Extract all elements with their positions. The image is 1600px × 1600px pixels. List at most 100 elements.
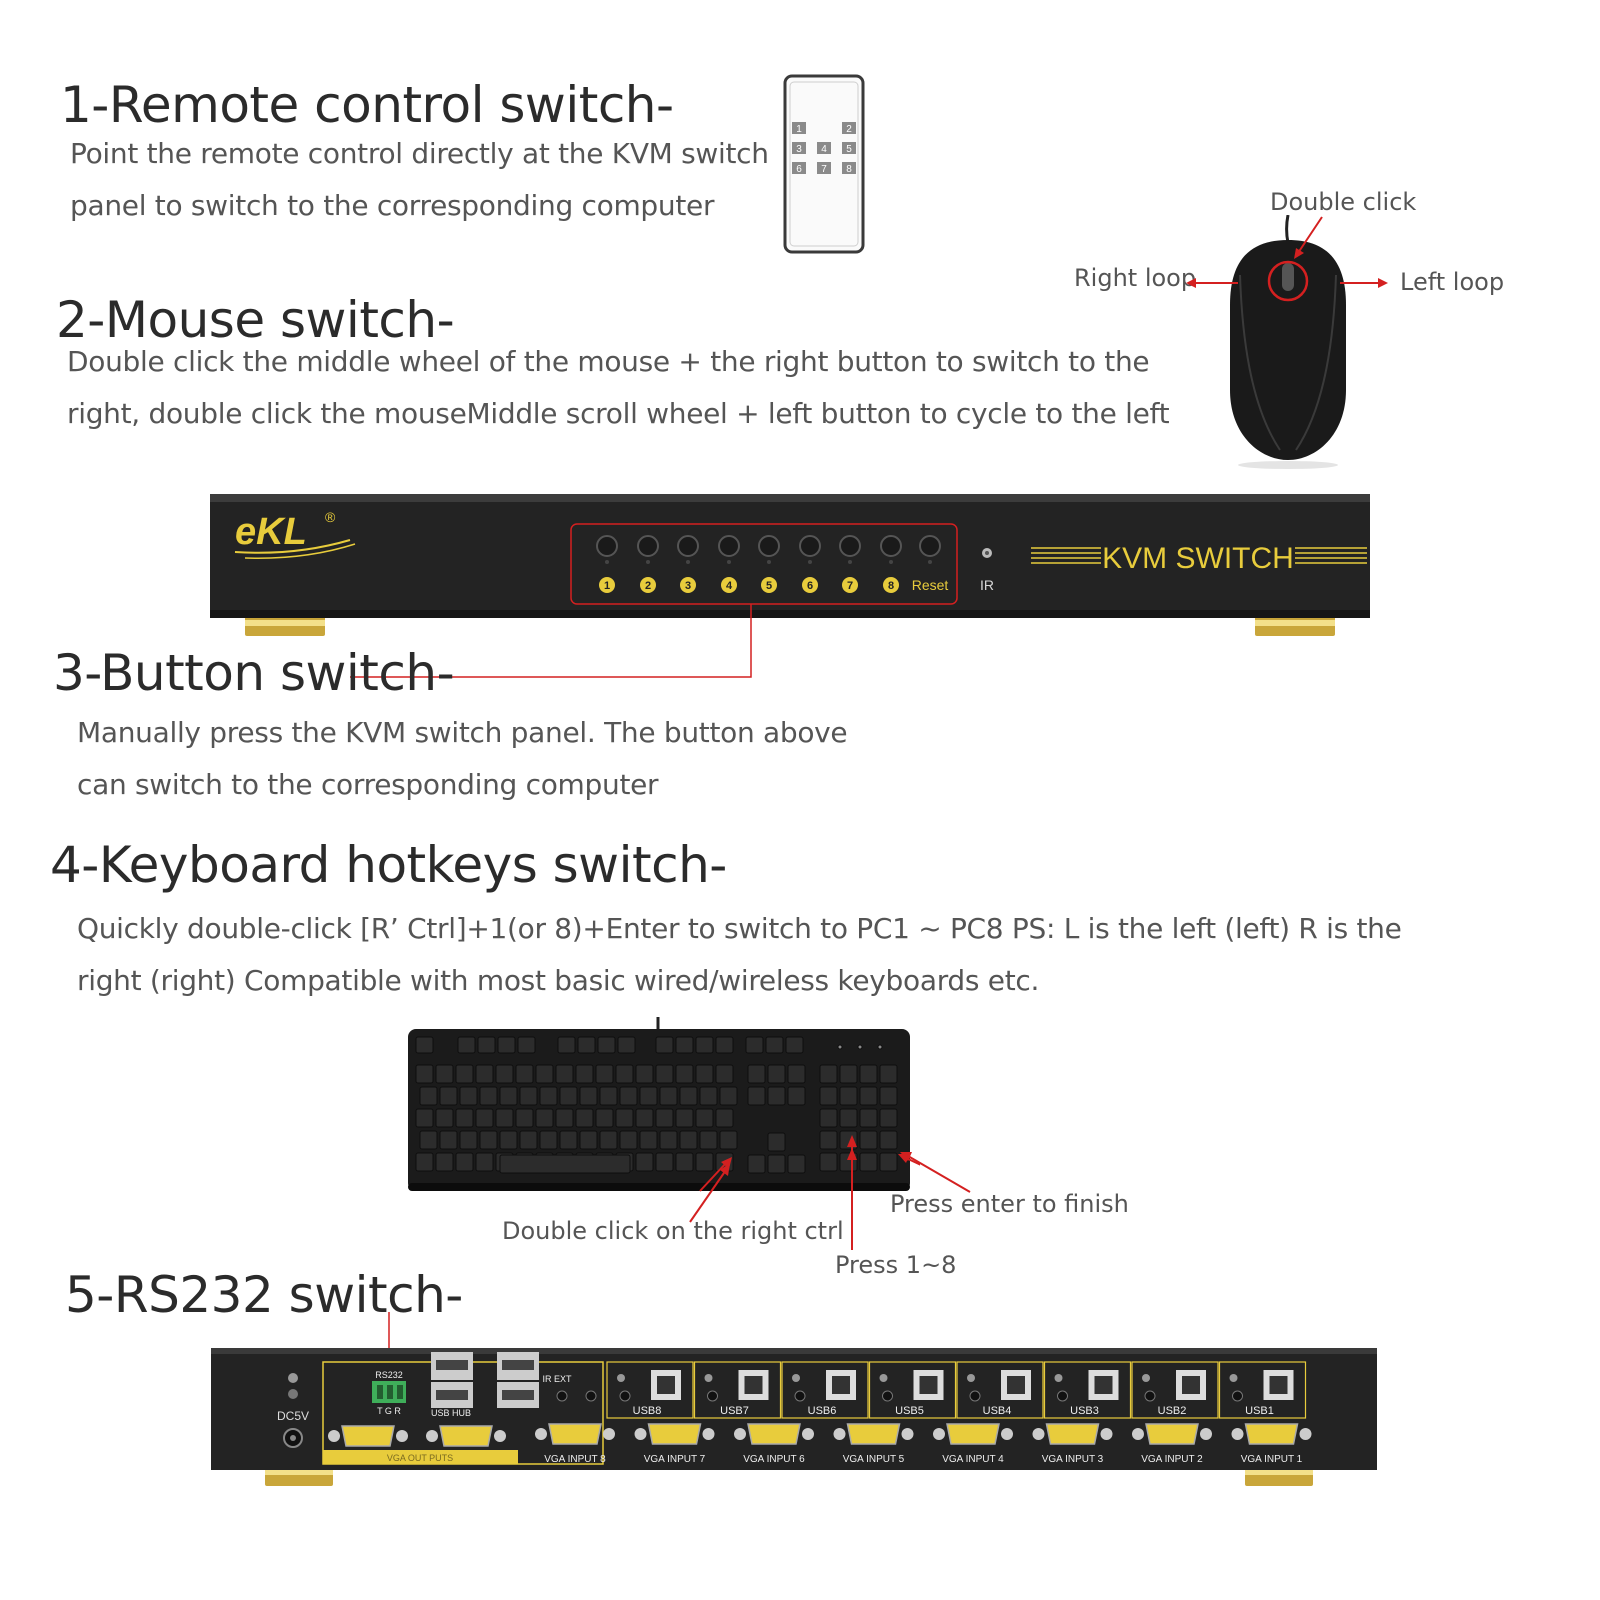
keyboard-numpad-key [819, 1108, 838, 1128]
keyboard-key [679, 1130, 698, 1150]
mouse-label-left-loop: Left loop [1400, 268, 1505, 296]
keyboard-key [767, 1154, 786, 1174]
keyboard-key [455, 1064, 474, 1084]
front-button-4[interactable]: 4 [718, 535, 740, 593]
keyboard-key [767, 1086, 786, 1106]
keyboard-key [675, 1064, 694, 1084]
keyboard-key [615, 1064, 634, 1084]
vga-input-port-6[interactable]: VGA INPUT 6 [734, 1423, 814, 1465]
vga-input-port-7[interactable]: VGA INPUT 7 [634, 1423, 715, 1465]
vga-input-label: VGA INPUT 2 [1141, 1454, 1203, 1465]
keyboard-key [745, 1036, 764, 1054]
button-connector-line [350, 604, 752, 678]
keyboard-key [655, 1064, 674, 1084]
vga-output-port[interactable] [328, 1425, 408, 1447]
keyboard-key [679, 1086, 698, 1106]
keyboard-key [495, 1108, 514, 1128]
keyboard-led [857, 1044, 863, 1050]
keyboard-key [579, 1086, 598, 1106]
vga-input-label: VGA INPUT 5 [843, 1454, 905, 1465]
keyboard-key [415, 1036, 434, 1054]
front-button-number: 8 [888, 580, 894, 592]
keyboard-key [599, 1130, 618, 1150]
vga-input-port-4[interactable]: VGA INPUT 4 [933, 1423, 1013, 1465]
keyboard-key [559, 1086, 578, 1106]
keyboard-key [459, 1130, 478, 1150]
keyboard-key [517, 1036, 536, 1054]
vga-input-port-8[interactable]: VGA INPUT 8 [535, 1423, 615, 1465]
vga-output-port[interactable] [426, 1425, 506, 1447]
brand-registered: ® [325, 509, 336, 525]
button-desc-line1: Manually press the KVM switch panel. The… [77, 716, 848, 749]
keyboard-key [455, 1152, 474, 1172]
keyboard-key [715, 1064, 734, 1084]
keyboard-desc-line1: Quickly double-click [R’ Ctrl]+1(or 8)+E… [77, 912, 1402, 945]
keyboard-key [457, 1036, 476, 1054]
keyboard-arrows [689, 1150, 971, 1250]
keyboard-key [475, 1108, 494, 1128]
keyboard-key [599, 1086, 618, 1106]
keyboard-key [635, 1152, 654, 1172]
keyboard-key [555, 1064, 574, 1084]
front-button-5[interactable]: 5 [758, 535, 780, 593]
front-button-8[interactable]: 8 [880, 535, 902, 593]
keyboard-key [675, 1152, 694, 1172]
keyboard-numpad-key [859, 1064, 878, 1084]
front-button-number: 3 [685, 580, 691, 592]
usb-b-port-usb8[interactable]: USB8 [606, 1361, 694, 1419]
mouse-wheel-highlight [1267, 260, 1309, 302]
vga-input-label: VGA INPUT 1 [1241, 1454, 1303, 1465]
keyboard-key [435, 1108, 454, 1128]
usb-b-port-usb6[interactable]: USB6 [781, 1361, 869, 1419]
keyboard-key [785, 1036, 804, 1054]
keyboard-key [479, 1130, 498, 1150]
keyboard-key [635, 1108, 654, 1128]
front-button-1[interactable]: 1 [596, 535, 618, 593]
keyboard-key [555, 1108, 574, 1128]
front-button-3[interactable]: 3 [677, 535, 699, 593]
keyboard-key [539, 1086, 558, 1106]
usb-b-port-usb4[interactable]: USB4 [956, 1361, 1044, 1419]
usb-port-label: USB1 [1245, 1405, 1274, 1417]
rs232-title: 5-RS232 switch- [65, 1266, 463, 1324]
keyboard-numpad-key [859, 1108, 878, 1128]
front-button-6[interactable]: 6 [799, 535, 821, 593]
keyboard-key [499, 1130, 518, 1150]
kvm-rear-panel: DC5V VGA OUT PUTS RS232 T G R USB HUB IR… [211, 1312, 1377, 1486]
usb-b-port-usb5[interactable]: USB5 [868, 1361, 957, 1419]
usb-b-port-usb1[interactable]: USB1 [1218, 1361, 1307, 1419]
ir-ext-label: IR EXT [542, 1374, 572, 1384]
keyboard-key [695, 1152, 714, 1172]
usb-b-port-usb3[interactable]: USB3 [1043, 1361, 1132, 1419]
keyboard-key [497, 1036, 516, 1054]
front-button-reset[interactable] [919, 535, 941, 564]
usb-b-port-usb7[interactable]: USB7 [693, 1361, 782, 1419]
keyboard-key [655, 1036, 674, 1054]
remote-key: 1 [796, 124, 802, 135]
keyboard-key [747, 1154, 766, 1174]
keyboard-key [439, 1086, 458, 1106]
vga-input-label: VGA INPUT 8 [544, 1454, 606, 1465]
mouse-image [1186, 215, 1388, 469]
mouse-label-right-loop: Right loop [1074, 264, 1197, 292]
vga-input-port-3[interactable]: VGA INPUT 3 [1032, 1423, 1113, 1465]
front-button-7[interactable]: 7 [839, 535, 861, 593]
dc-label: DC5V [277, 1409, 309, 1423]
keyboard-key [595, 1108, 614, 1128]
usb-b-port-usb2[interactable]: USB2 [1131, 1361, 1219, 1419]
front-button-2[interactable]: 2 [637, 535, 659, 593]
keyboard-key [699, 1086, 718, 1106]
keyboard-key [699, 1130, 718, 1150]
vga-input-port-2[interactable]: VGA INPUT 2 [1132, 1423, 1212, 1465]
keyboard-numpad-key [879, 1086, 898, 1106]
keyboard-numpad-key [859, 1086, 878, 1106]
remote-key: 4 [821, 144, 827, 155]
vga-input-port-1[interactable]: VGA INPUT 1 [1231, 1423, 1312, 1465]
vga-input-port-5[interactable]: VGA INPUT 5 [833, 1423, 914, 1465]
keyboard-key [695, 1036, 714, 1054]
keyboard-key [715, 1108, 734, 1128]
keyboard-key [579, 1130, 598, 1150]
front-button-number: 6 [807, 580, 813, 592]
keyboard-numpad-key [879, 1064, 898, 1084]
keyboard-key [499, 1086, 518, 1106]
